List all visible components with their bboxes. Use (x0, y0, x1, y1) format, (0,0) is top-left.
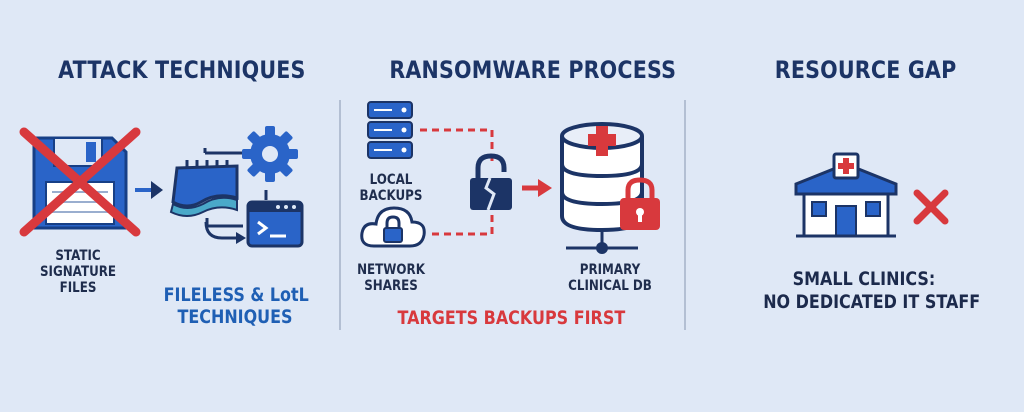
divider-2 (684, 100, 686, 330)
clinic-building-icon (794, 152, 898, 238)
broken-padlock-icon (470, 153, 512, 211)
red-arrow-icon (522, 179, 552, 197)
ransomware-process-title: RANSOMWARE PROCESS (389, 56, 677, 84)
local-backups-label: LOCAL BACKUPS (359, 172, 423, 204)
memory-chip-icon (169, 148, 243, 228)
fileless-lotl-label: FILELESS & LotL TECHNIQUES (163, 284, 309, 328)
targets-backups-first-label: TARGETS BACKUPS FIRST (397, 307, 626, 329)
attack-techniques-title: ATTACK TECHNIQUES (58, 56, 306, 84)
terminal-window-icon (246, 200, 304, 248)
padlock-icon (620, 177, 660, 230)
network-shares-label: NETWORK SHARES (357, 262, 425, 294)
gear-icon (242, 126, 298, 182)
small-clinics-statement: SMALL CLINICS: NO DEDICATED IT STAFF (763, 268, 981, 313)
divider-1 (339, 100, 341, 330)
x-mark-icon (913, 189, 949, 225)
static-signature-label: STATIC SIGNATURE FILES (39, 248, 117, 296)
cross-out-icon (19, 127, 141, 237)
primary-clinical-db-label: PRIMARY CLINICAL DB (568, 262, 652, 294)
server-icon (367, 101, 413, 159)
cloud-lock-icon (360, 206, 426, 248)
connector-lines (204, 190, 268, 244)
arrow-right-icon (135, 181, 163, 199)
resource-gap-title: RESOURCE GAP (774, 56, 957, 84)
dashed-connectors (420, 128, 494, 236)
